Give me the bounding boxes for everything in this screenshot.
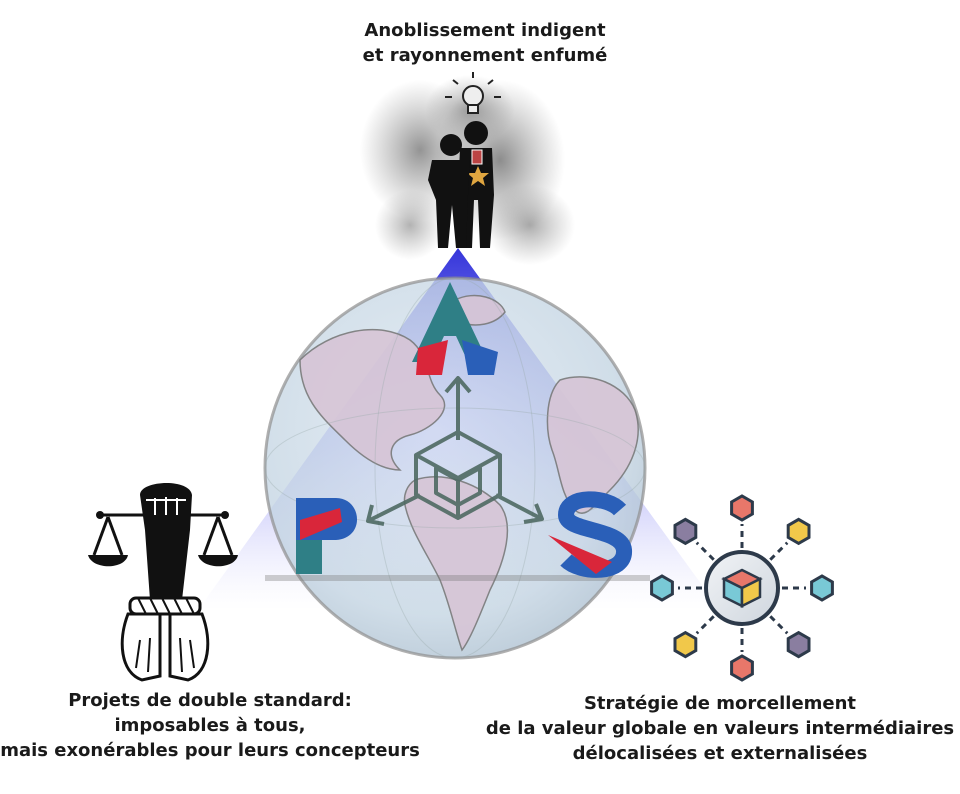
network-node-hexagon-icon [650, 574, 674, 602]
network-node-hexagon-icon [730, 654, 754, 682]
label-left-line-2: imposables à tous, [114, 715, 306, 736]
continent-north-america [299, 328, 446, 471]
noble-figures-smoke-lightbulb-icon [360, 72, 575, 265]
cube-right-icon [740, 576, 762, 609]
label-top-line-1: Anoblissement indigent [364, 20, 606, 41]
logo-letter-s-text: S [595, 539, 596, 541]
network-cube-hub-icon [650, 494, 834, 682]
label-top-line-2: et rayonnement enfumé [362, 45, 608, 66]
label-left-line-3: mais exonérables pour leurs concepteurs [0, 740, 420, 761]
central-cube-arrows [366, 376, 544, 526]
label-left-vertex: Projets de double standard: imposables à… [0, 688, 420, 763]
network-link [769, 615, 789, 635]
network-node-hexagon-icon [730, 494, 754, 522]
lightbulb-icon [445, 72, 501, 114]
network-link [695, 615, 715, 635]
scales-fist-chained-hands-icon [88, 482, 238, 682]
logo-letter-p: P [296, 498, 358, 574]
label-right-line-2: de la valeur globale en valeurs interméd… [485, 718, 955, 739]
network-link [769, 541, 789, 561]
person-icon [428, 134, 470, 248]
network-node-hexagon-icon [810, 574, 834, 602]
label-right-line-3: délocalisées et externalisées [572, 743, 868, 764]
label-top-vertex: Anoblissement indigent et rayonnement en… [330, 18, 640, 68]
label-right-vertex: Stratégie de morcellement de la valeur g… [480, 691, 960, 766]
network-node-hexagon-icon [786, 630, 811, 659]
network-node-hexagon-icon [673, 630, 698, 659]
network-node-hexagon-icon [786, 517, 811, 546]
logo-letter-a-text: A [455, 328, 456, 331]
label-left-line-1: Projets de double standard: [68, 690, 352, 711]
star-medal-icon [467, 166, 489, 186]
logo-letter-s: S [548, 491, 632, 578]
continent-south-america [403, 476, 509, 652]
label-right-line-1: Stratégie de morcellement [583, 693, 857, 714]
logo-letter-p-text: P [320, 529, 321, 531]
logo-letter-a: A [412, 282, 498, 375]
network-link [695, 541, 715, 561]
network-node-hexagon-icon [673, 517, 698, 546]
